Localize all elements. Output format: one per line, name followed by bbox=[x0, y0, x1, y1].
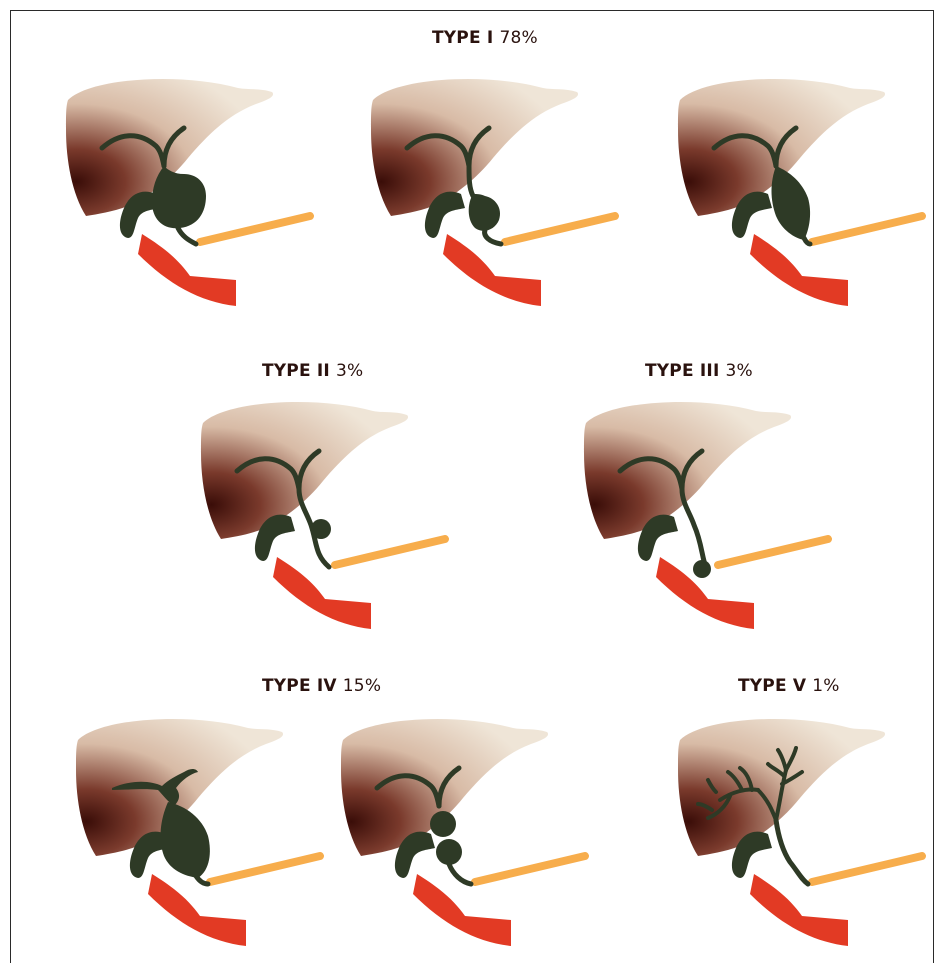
pancreatic-duct bbox=[812, 216, 922, 242]
liver-diagram-svg bbox=[60, 70, 330, 310]
bile-duct bbox=[449, 864, 471, 884]
pancreatic-duct bbox=[812, 856, 922, 882]
type-ii-percent: 3% bbox=[336, 361, 363, 381]
duodenum bbox=[148, 874, 246, 946]
type-ii-name: TYPE II bbox=[262, 361, 330, 381]
liver-diagram-svg bbox=[578, 393, 848, 633]
liver-diagram-svg bbox=[672, 70, 942, 310]
type-i-diagram-b bbox=[365, 70, 635, 310]
pancreatic-duct bbox=[210, 856, 320, 882]
cyst bbox=[693, 560, 711, 578]
pancreatic-duct bbox=[335, 539, 445, 565]
type-i-diagram-c bbox=[672, 70, 942, 310]
pancreatic-duct bbox=[200, 216, 310, 242]
type-v-name: TYPE V bbox=[738, 676, 806, 696]
type-iii-label: TYPE III 3% bbox=[645, 361, 753, 381]
type-iv-diagram-b bbox=[335, 710, 605, 950]
pancreatic-duct bbox=[718, 539, 828, 565]
type-i-diagram-a bbox=[60, 70, 330, 310]
pancreatic-duct bbox=[475, 856, 585, 882]
type-iv-label: TYPE IV 15% bbox=[262, 676, 381, 696]
duodenum bbox=[750, 874, 848, 946]
bile-duct bbox=[485, 230, 501, 244]
duodenum bbox=[750, 234, 848, 306]
liver-diagram-svg bbox=[70, 710, 340, 950]
duodenum bbox=[273, 557, 371, 629]
type-ii-diagram bbox=[195, 393, 465, 633]
bile-duct bbox=[178, 228, 196, 244]
type-v-label: TYPE V 1% bbox=[738, 676, 840, 696]
type-iv-diagram-a bbox=[70, 710, 340, 950]
type-iii-diagram bbox=[578, 393, 848, 633]
type-ii-label: TYPE II 3% bbox=[262, 361, 363, 381]
bile-structure bbox=[772, 166, 811, 240]
cyst bbox=[311, 519, 331, 539]
duodenum bbox=[443, 234, 541, 306]
type-iv-percent: 15% bbox=[343, 676, 381, 696]
duodenum bbox=[138, 234, 236, 306]
liver-diagram-svg bbox=[335, 710, 605, 950]
bile-structure bbox=[161, 802, 210, 878]
bile-structure bbox=[152, 166, 206, 228]
type-iii-name: TYPE III bbox=[645, 361, 719, 381]
bile-duct bbox=[776, 820, 808, 884]
type-iv-name: TYPE IV bbox=[262, 676, 337, 696]
duodenum bbox=[413, 874, 511, 946]
liver-diagram-svg bbox=[195, 393, 465, 633]
type-v-percent: 1% bbox=[812, 676, 839, 696]
type-i-label: TYPE I 78% bbox=[432, 28, 538, 48]
type-v-diagram bbox=[672, 710, 942, 950]
cyst bbox=[430, 811, 456, 837]
bile-duct bbox=[196, 876, 208, 884]
type-i-name: TYPE I bbox=[432, 28, 493, 48]
pancreatic-duct bbox=[505, 216, 615, 242]
type-i-percent: 78% bbox=[499, 28, 537, 48]
type-iii-percent: 3% bbox=[725, 361, 752, 381]
cyst bbox=[436, 839, 462, 865]
liver-diagram-svg bbox=[365, 70, 635, 310]
liver-diagram-svg bbox=[672, 710, 942, 950]
bile-duct bbox=[682, 489, 706, 567]
bile-structure bbox=[469, 194, 500, 231]
